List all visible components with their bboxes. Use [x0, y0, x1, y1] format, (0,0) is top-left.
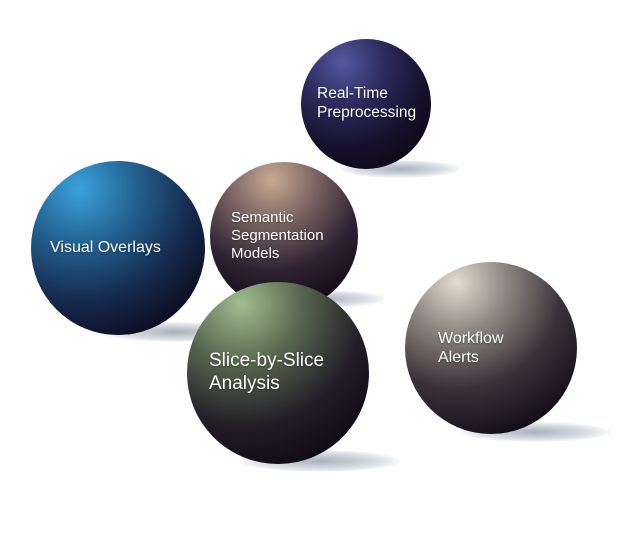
visual-overlays-label: Visual Overlays	[50, 238, 161, 257]
sphere-slice-by-slice-analysis: Slice-by-Slice Analysis	[187, 282, 369, 464]
real-time-preprocessing-line-1: Real-Time	[317, 85, 388, 103]
workflow-alerts-label: Workflow Alerts	[438, 329, 504, 367]
sphere-workflow-alerts: Workflow Alerts	[405, 262, 577, 434]
slice-by-slice-analysis-line-2: Analysis	[209, 373, 280, 394]
workflow-alerts-line-1: Workflow	[438, 329, 504, 347]
semantic-segmentation-models-line-3: Models	[231, 245, 280, 262]
real-time-preprocessing-line-2: Preprocessing	[317, 104, 417, 121]
slice-by-slice-analysis-line-1: Slice-by-Slice	[209, 350, 325, 372]
workflow-alerts-line-2: Alerts	[438, 349, 479, 366]
sphere-real-time-preprocessing: Real-Time Preprocessing	[301, 39, 431, 169]
real-time-preprocessing-label: Real-Time Preprocessing	[317, 85, 416, 122]
semantic-segmentation-models-line-2: Segmentation	[231, 227, 324, 244]
sphere-visual-overlays: Visual Overlays	[31, 161, 205, 335]
visual-overlays-line-1: Visual Overlays	[50, 239, 161, 257]
semantic-segmentation-models-label: Semantic Segmentation Models	[231, 209, 324, 263]
semantic-segmentation-models-line-1: Semantic	[231, 209, 294, 226]
slice-by-slice-analysis-label: Slice-by-Slice Analysis	[209, 350, 324, 396]
